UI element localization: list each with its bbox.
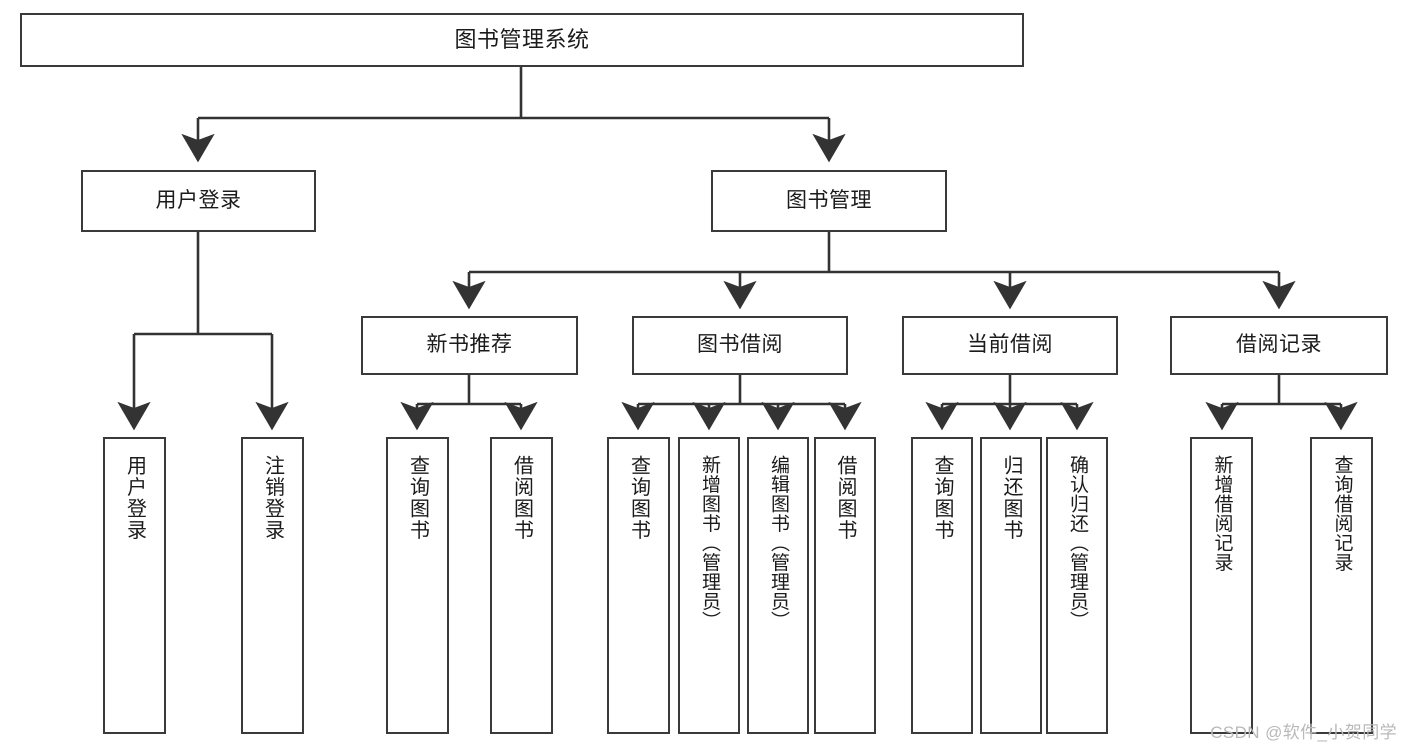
leaf-user-logout[interactable]: 注销登录 (241, 437, 304, 734)
node-current-borrow[interactable]: 当前借阅 (902, 316, 1118, 375)
node-label: 查询借阅记录 (1331, 455, 1353, 572)
node-root-system[interactable]: 图书管理系统 (20, 13, 1024, 67)
node-label: 用户登录 (155, 188, 242, 212)
leaf-edit-book[interactable]: 编辑图书（管理员） (747, 437, 809, 734)
node-user-login[interactable]: 用户登录 (81, 170, 316, 232)
node-label: 借阅图书 (510, 455, 533, 541)
node-borrow-record[interactable]: 借阅记录 (1170, 316, 1388, 375)
node-label: 编辑图书（管理员） (767, 455, 789, 631)
node-label: 借阅记录 (1236, 333, 1322, 357)
node-label: 查询图书 (406, 455, 429, 541)
node-label: 新增图书（管理员） (698, 455, 720, 631)
node-label: 归还图书 (1000, 455, 1022, 541)
node-label: 查询图书 (931, 455, 953, 541)
node-book-management[interactable]: 图书管理 (711, 170, 947, 232)
leaf-query-record[interactable]: 查询借阅记录 (1310, 437, 1373, 734)
node-label: 用户登录 (123, 455, 146, 541)
leaf-query-book-1[interactable]: 查询图书 (386, 437, 449, 734)
leaf-query-book-3[interactable]: 查询图书 (911, 437, 973, 734)
node-label: 图书借阅 (697, 333, 783, 357)
node-label: 注销登录 (261, 455, 284, 541)
node-book-borrow[interactable]: 图书借阅 (632, 316, 848, 375)
node-label: 确认归还（管理员） (1066, 455, 1088, 631)
leaf-return-book[interactable]: 归还图书 (980, 437, 1042, 734)
leaf-borrow-book-1[interactable]: 借阅图书 (490, 437, 553, 734)
node-label: 图书管理系统 (454, 27, 590, 53)
leaf-borrow-book-2[interactable]: 借阅图书 (814, 437, 876, 734)
node-label: 新书推荐 (426, 333, 513, 357)
node-label: 图书管理 (786, 188, 872, 212)
leaf-add-book[interactable]: 新增图书（管理员） (678, 437, 740, 734)
node-label: 新增借阅记录 (1211, 455, 1233, 572)
node-new-book-recommend[interactable]: 新书推荐 (361, 316, 578, 375)
leaf-query-book-2[interactable]: 查询图书 (607, 437, 670, 734)
node-label: 借阅图书 (834, 455, 856, 541)
node-label: 查询图书 (627, 455, 650, 541)
node-label: 当前借阅 (967, 333, 1053, 357)
leaf-add-record[interactable]: 新增借阅记录 (1190, 437, 1253, 734)
leaf-user-login[interactable]: 用户登录 (103, 437, 166, 734)
leaf-confirm-return[interactable]: 确认归还（管理员） (1046, 437, 1108, 734)
